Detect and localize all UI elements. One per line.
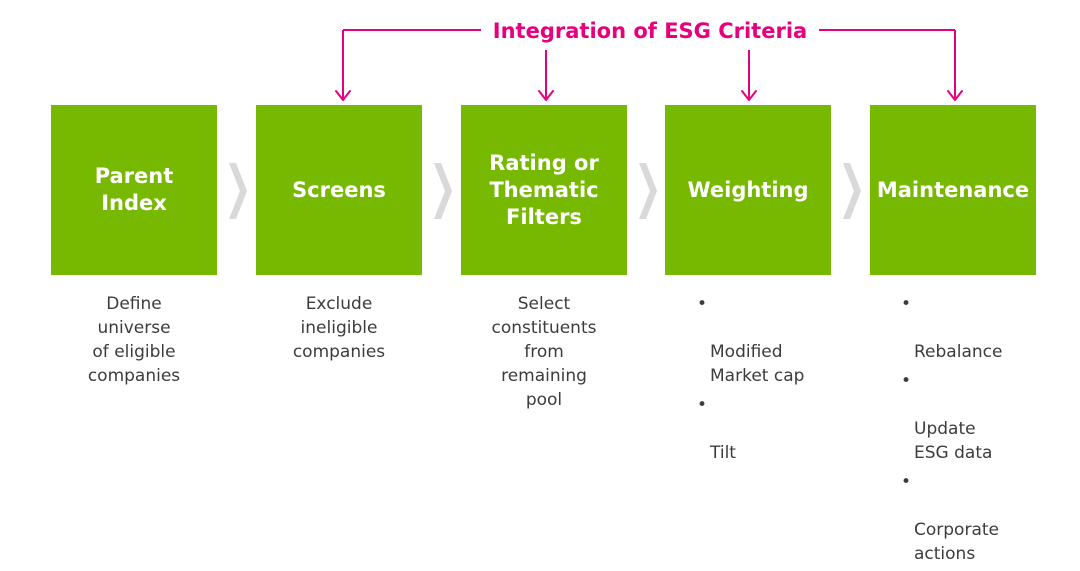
bullet-icon: •: [901, 472, 912, 492]
step-description-screens: Exclude ineligible companies: [292, 294, 386, 362]
banner-title: Integration of ESG Criteria: [481, 14, 819, 48]
bullet-icon: •: [901, 294, 912, 314]
chevron-right-icon: [843, 163, 861, 219]
bullet-text: Update ESG data: [914, 419, 993, 463]
bullet-text: Rebalance: [914, 342, 1003, 362]
arrowhead-weighting-icon: [741, 90, 757, 101]
chevron-right-icon: [229, 163, 247, 219]
list-item: • Corporate actions: [901, 470, 1041, 566]
step-title-maintenance: Maintenance: [876, 177, 1030, 202]
step-description-parent-index: Define universe of eligible companies: [87, 294, 181, 386]
bullet-icon: •: [697, 294, 708, 314]
step-box-rating-filters: Rating or Thematic Filters: [461, 105, 627, 275]
chevron-right-icon: [639, 163, 657, 219]
step-box-weighting: Weighting: [665, 105, 831, 275]
list-item: • Tilt: [697, 393, 837, 465]
arrowhead-screens-icon: [335, 90, 351, 101]
weighting-bullet-list: • Modified Market cap • Tilt: [697, 292, 837, 470]
step-box-parent-index: Parent Index: [51, 105, 217, 275]
step-description-rating-filters: Select constituents from remaining pool: [491, 294, 597, 410]
step-title-screens: Screens: [292, 177, 386, 202]
chevron-right-icon: [434, 163, 452, 219]
step-title-parent-index: Parent Index: [94, 164, 174, 215]
step-title-weighting: Weighting: [687, 177, 809, 202]
arrowhead-maintenance-icon: [947, 90, 963, 101]
list-item: • Update ESG data: [901, 369, 1041, 465]
arrowhead-rating-icon: [538, 90, 554, 101]
list-item: • Modified Market cap: [697, 292, 837, 388]
bullet-text: Modified Market cap: [710, 342, 805, 386]
list-item: • Rebalance: [901, 292, 1041, 364]
step-box-screens: Screens: [256, 105, 422, 275]
bullet-text: Corporate actions: [914, 520, 999, 564]
step-box-maintenance: Maintenance: [870, 105, 1036, 275]
bullet-text: Tilt: [710, 443, 736, 463]
bullet-icon: •: [697, 395, 708, 415]
maintenance-bullet-list: • Rebalance • Update ESG data • Corporat…: [901, 292, 1041, 571]
step-title-rating-filters: Rating or Thematic Filters: [489, 150, 599, 229]
bullet-icon: •: [901, 371, 912, 391]
